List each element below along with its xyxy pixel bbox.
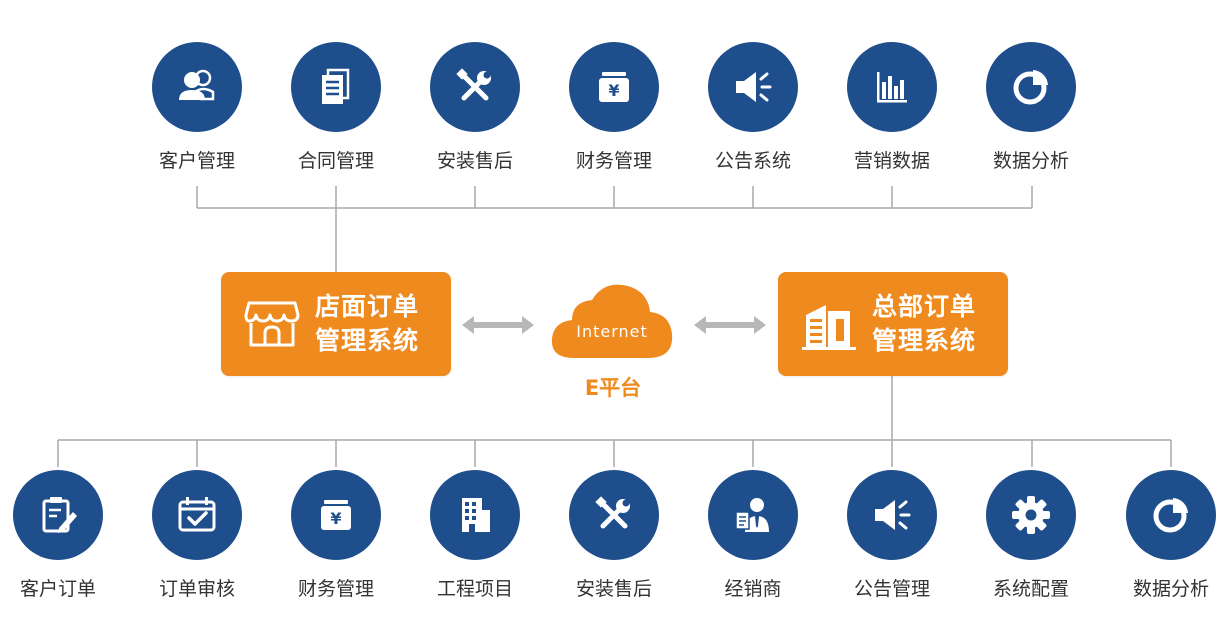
node-circle — [569, 470, 659, 560]
node-label: 系统配置 — [992, 578, 1069, 600]
node-label: 订单审核 — [158, 578, 235, 600]
tools-icon — [595, 496, 630, 529]
megaphone-icon — [875, 500, 911, 530]
node-circle — [152, 470, 242, 560]
calendar-check-icon — [178, 497, 216, 532]
node-circle — [847, 42, 937, 132]
svg-text:¥: ¥ — [608, 81, 619, 100]
building-icon — [462, 498, 490, 532]
node-circle — [291, 42, 381, 132]
clipboard-edit-icon — [42, 497, 77, 533]
store-system-line2: 管理系统 — [315, 326, 420, 355]
node-label: 财务管理 — [575, 150, 652, 172]
node-label: 安装售后 — [436, 150, 513, 172]
node-order-review: 订单审核 — [152, 470, 242, 600]
node-label: 财务管理 — [297, 578, 374, 600]
node-install-aftersales-2: 安装售后 — [569, 470, 659, 600]
node-announcement-system: 公告系统 — [708, 42, 798, 172]
hq-system-line1: 总部订单 — [872, 292, 977, 321]
document-icon — [322, 68, 350, 104]
double-arrow-left-icon — [462, 316, 534, 334]
money-icon: ¥ — [321, 500, 351, 530]
office-building-icon — [802, 305, 856, 350]
node-data-analysis: 数据分析 — [986, 42, 1076, 172]
node-circle — [847, 470, 937, 560]
double-arrow-right-icon — [694, 316, 766, 334]
users-icon — [179, 69, 215, 101]
node-circle — [708, 42, 798, 132]
cloud-label: Internet — [576, 322, 648, 341]
hq-order-system-box: 总部订单 管理系统 — [778, 272, 1008, 376]
node-contract-management: 合同管理 — [291, 42, 381, 172]
node-circle — [152, 42, 242, 132]
node-label: 经销商 — [724, 578, 782, 600]
store-order-system-box: 店面订单 管理系统 — [221, 272, 451, 376]
platform-label: E平台 — [584, 376, 642, 400]
node-circle — [13, 470, 103, 560]
node-data-analysis-2: 数据分析 — [1126, 470, 1216, 600]
node-circle: ¥ — [569, 42, 659, 132]
node-system-configuration: 系统配置 — [986, 470, 1076, 600]
node-finance-management: ¥ 财务管理 — [569, 42, 659, 172]
node-engineering-project: 工程项目 — [430, 470, 520, 600]
node-install-aftersales: 安装售后 — [430, 42, 520, 172]
node-label: 公告管理 — [853, 578, 930, 600]
node-customer-management: 客户管理 — [152, 42, 242, 172]
node-circle — [430, 42, 520, 132]
bar-chart-icon — [877, 72, 907, 103]
node-circle — [986, 470, 1076, 560]
money-icon: ¥ — [599, 72, 629, 102]
node-customer-order: 客户订单 — [13, 470, 103, 600]
node-dealer: 经销商 — [708, 470, 798, 600]
pie-chart-icon — [1153, 498, 1188, 533]
node-label: 客户管理 — [158, 150, 235, 172]
node-label: 数据分析 — [992, 150, 1069, 172]
hq-system-line2: 管理系统 — [872, 326, 977, 355]
store-system-line1: 店面订单 — [315, 292, 420, 321]
node-label: 营销数据 — [853, 150, 930, 172]
node-circle — [986, 42, 1076, 132]
tools-icon — [456, 68, 491, 101]
dealer-icon — [735, 498, 769, 532]
svg-text:¥: ¥ — [330, 509, 341, 528]
node-label: 安装售后 — [575, 578, 652, 600]
node-marketing-data: 营销数据 — [847, 42, 937, 172]
node-circle — [430, 470, 520, 560]
gear-icon — [1012, 496, 1050, 534]
cloud-icon — [551, 284, 673, 358]
pie-chart-icon — [1013, 70, 1048, 105]
megaphone-icon — [736, 72, 772, 102]
node-circle — [708, 470, 798, 560]
node-announcement-management: 公告管理 — [847, 470, 937, 600]
node-label: 公告系统 — [714, 150, 791, 172]
storefront-icon — [244, 301, 300, 347]
node-label: 合同管理 — [297, 150, 374, 172]
node-circle: ¥ — [291, 470, 381, 560]
node-label: 工程项目 — [436, 578, 513, 600]
node-label: 数据分析 — [1132, 578, 1209, 600]
node-finance-management-2: ¥ 财务管理 — [291, 470, 381, 600]
node-label: 客户订单 — [19, 578, 96, 600]
node-circle — [1126, 470, 1216, 560]
